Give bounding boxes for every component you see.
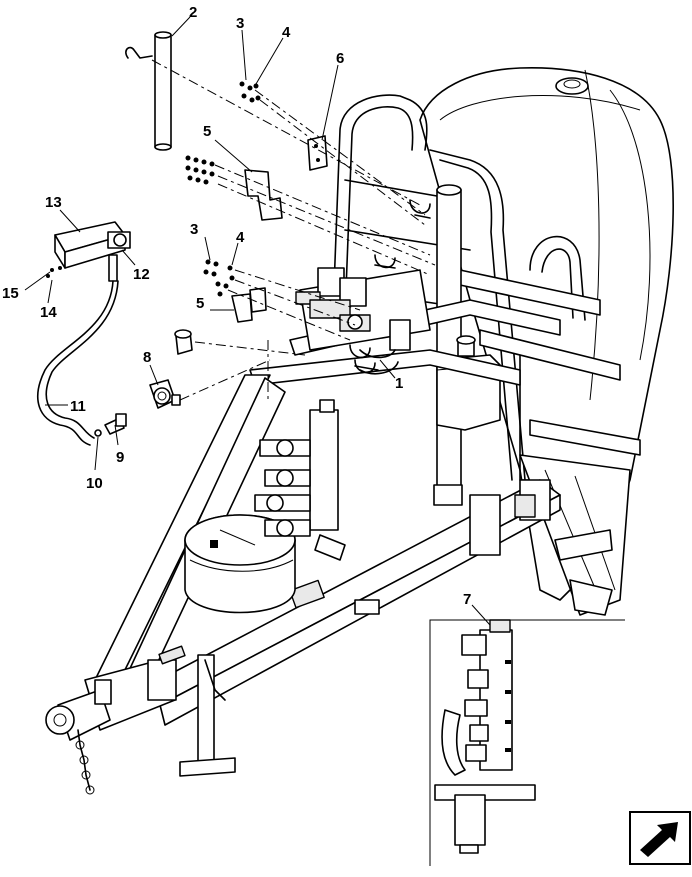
callout-12: 12 — [133, 266, 150, 283]
callout-5-top: 5 — [203, 123, 211, 140]
callout-7: 7 — [463, 591, 471, 608]
callout-9: 9 — [116, 449, 124, 466]
item-9-10-fittings — [94, 413, 127, 437]
item-5-bracket-top — [185, 155, 283, 221]
bushing — [174, 329, 193, 355]
callout-14: 14 — [40, 304, 57, 321]
inset-detail-7 — [429, 619, 625, 866]
control-valve-assembly — [295, 267, 431, 375]
callout-2: 2 — [189, 4, 197, 21]
u-bolts — [349, 199, 431, 374]
item-8-ball-valve — [149, 379, 181, 409]
valve-manifold — [254, 399, 346, 561]
callout-1: 1 — [395, 375, 403, 392]
callout-13: 13 — [45, 194, 62, 211]
callout-10: 10 — [86, 475, 103, 492]
callout-3-top: 3 — [236, 15, 244, 32]
trailer-frame — [45, 299, 561, 795]
callout-6: 6 — [336, 50, 344, 67]
callout-5-lower: 5 — [196, 295, 204, 312]
callout-4-lower: 4 — [236, 229, 245, 246]
item-13-box — [46, 221, 131, 278]
callout-4-top: 4 — [282, 24, 291, 41]
next-page-arrow-icon[interactable] — [629, 811, 691, 865]
item-3-4-hardware-top — [239, 81, 261, 103]
callout-leaders — [24, 16, 491, 626]
item-2-tube — [125, 31, 172, 151]
callout-labels: 2 3 4 6 5 13 3 4 12 15 5 14 8 1 11 9 10 … — [2, 4, 471, 608]
assembly-leader-lines — [151, 59, 436, 401]
callout-8: 8 — [143, 349, 151, 366]
callout-3-lower: 3 — [190, 221, 198, 238]
callout-15: 15 — [2, 285, 19, 302]
item-5-bracket-lower — [203, 259, 267, 323]
callout-11: 11 — [70, 398, 86, 415]
item-11-hose — [36, 254, 119, 446]
filter-housing — [184, 514, 296, 614]
